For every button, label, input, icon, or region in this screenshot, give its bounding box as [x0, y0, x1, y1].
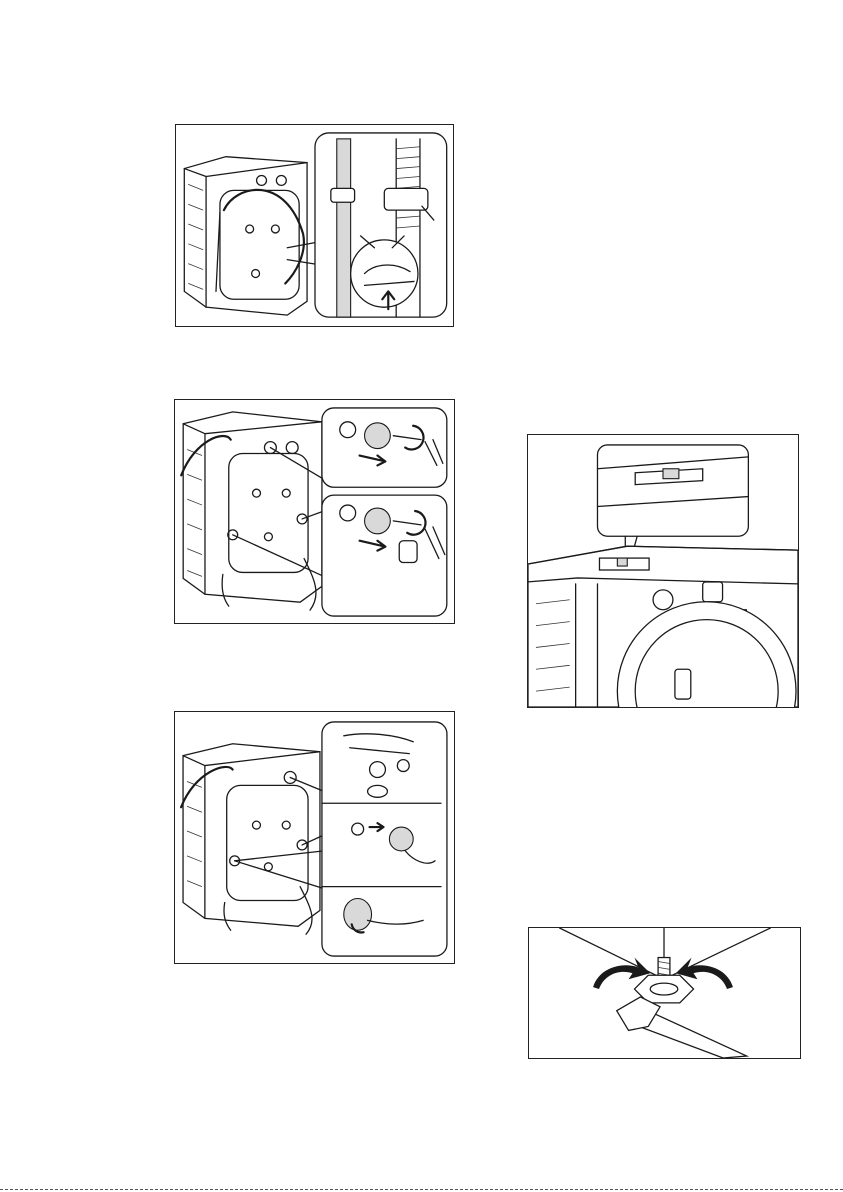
- transit-bolts-illustration: [175, 400, 454, 623]
- adjust-feet-illustration: [529, 928, 800, 1058]
- machine-rear-body: [184, 157, 307, 315]
- spirit-level-illustration: [528, 435, 798, 707]
- bolt-zoom-bottom: [322, 495, 447, 616]
- hose-clip-illustration: [176, 125, 453, 326]
- hose-clip-zoom-panel: [315, 133, 447, 317]
- washer-front: [528, 546, 798, 707]
- figure-adjust-feet: [528, 927, 801, 1059]
- page-bottom-rule: [0, 1189, 843, 1190]
- figure-cover-caps: [174, 711, 455, 964]
- figure-spirit-level: [527, 434, 799, 708]
- caps-zoom-panel: [322, 722, 447, 956]
- figure-transit-bolts: [174, 399, 455, 624]
- cover-caps-illustration: [175, 712, 454, 963]
- figure-hose-clip: [175, 124, 454, 327]
- bolt-zoom-top: [322, 408, 447, 487]
- machine-rear-body: [181, 412, 322, 610]
- machine-rear-body: [181, 744, 320, 934]
- level-zoom-panel: [597, 445, 748, 536]
